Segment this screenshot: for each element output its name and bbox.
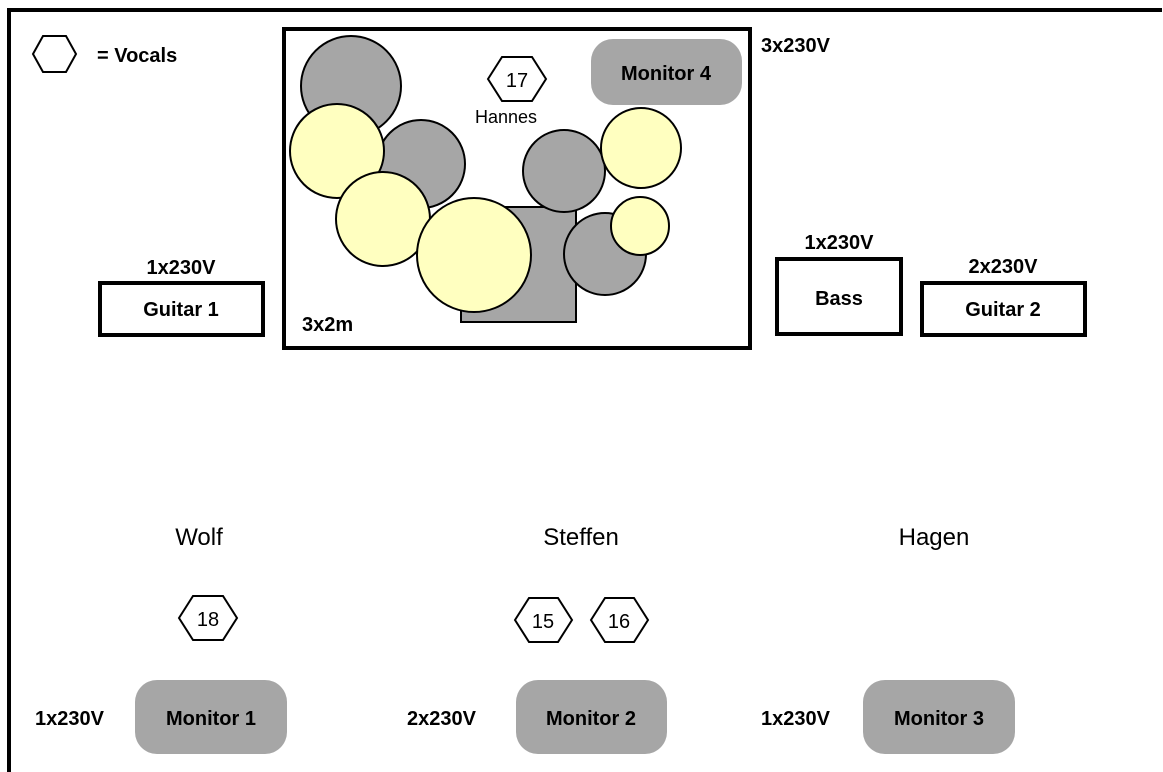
cymbal [600, 107, 682, 189]
monitor-1 [135, 680, 287, 754]
musician-hagen: Hagen [899, 524, 970, 551]
monitor-2-label: Monitor 2 [546, 708, 636, 730]
guitar-2-label: Guitar 2 [965, 299, 1041, 321]
vocal-channel-17: 17 [506, 70, 528, 92]
bass-box [775, 257, 903, 336]
steffen-vocal-mic-1: 15 [513, 597, 574, 643]
vocal-channel-18: 18 [197, 609, 219, 631]
cymbal [610, 196, 670, 256]
riser-size-label: 3x2m [302, 314, 353, 336]
steffen-vocal-mic-2: 16 [589, 597, 650, 643]
drummer-name: Hannes [475, 107, 537, 127]
monitor-1-power: 1x230V [35, 708, 105, 730]
vocals-hexagon-icon [31, 35, 78, 73]
vocal-hexagon-icon [589, 597, 650, 643]
wolf-vocal-mic: 18 [177, 595, 239, 641]
monitor-2-power: 2x230V [407, 708, 477, 730]
vocal-hexagon-icon [486, 56, 548, 102]
monitor-2 [516, 680, 667, 754]
legend-vocals-label: = Vocals [97, 45, 177, 67]
vocal-hexagon-icon [513, 597, 574, 643]
vocal-hexagon-icon [177, 595, 239, 641]
guitar-2-box [920, 281, 1087, 337]
guitar-1-box [98, 281, 265, 337]
drum-riser: 17 Hannes Monitor 4 3x2m [282, 27, 752, 350]
monitor-3-group: 1x230V Monitor 3 [761, 680, 1015, 754]
monitor-3-label: Monitor 3 [894, 708, 984, 730]
bass-amp: 1x230V Bass [775, 232, 903, 336]
cymbal [289, 103, 385, 199]
monitor-1-label: Monitor 1 [166, 708, 256, 730]
musician-wolf: Wolf [175, 524, 223, 551]
musician-steffen: Steffen [543, 524, 619, 551]
guitar-1-label: Guitar 1 [143, 299, 219, 321]
monitor-4 [591, 39, 742, 105]
riser-power-label: 3x230V [761, 35, 831, 57]
monitor-3-power: 1x230V [761, 708, 831, 730]
tom-drum [522, 129, 606, 213]
guitar-1-power: 1x230V [147, 257, 217, 279]
monitor-2-group: 2x230V Monitor 2 [407, 680, 667, 754]
monitor-3 [863, 680, 1015, 754]
guitar-2-power: 2x230V [969, 256, 1039, 278]
guitar-2-amp: 2x230V Guitar 2 [920, 256, 1087, 337]
monitor-1-group: 1x230V Monitor 1 [35, 680, 287, 754]
vocal-channel-15: 15 [532, 611, 554, 633]
cymbal [335, 171, 431, 267]
guitar-1-amp: 1x230V Guitar 1 [98, 257, 265, 337]
legend: = Vocals [31, 35, 177, 73]
stage-outline [7, 8, 1162, 772]
monitor-4-label: Monitor 4 [621, 63, 712, 85]
cymbal [416, 197, 532, 313]
bass-label: Bass [815, 288, 863, 310]
vocal-channel-16: 16 [608, 611, 630, 633]
bass-power: 1x230V [805, 232, 875, 254]
